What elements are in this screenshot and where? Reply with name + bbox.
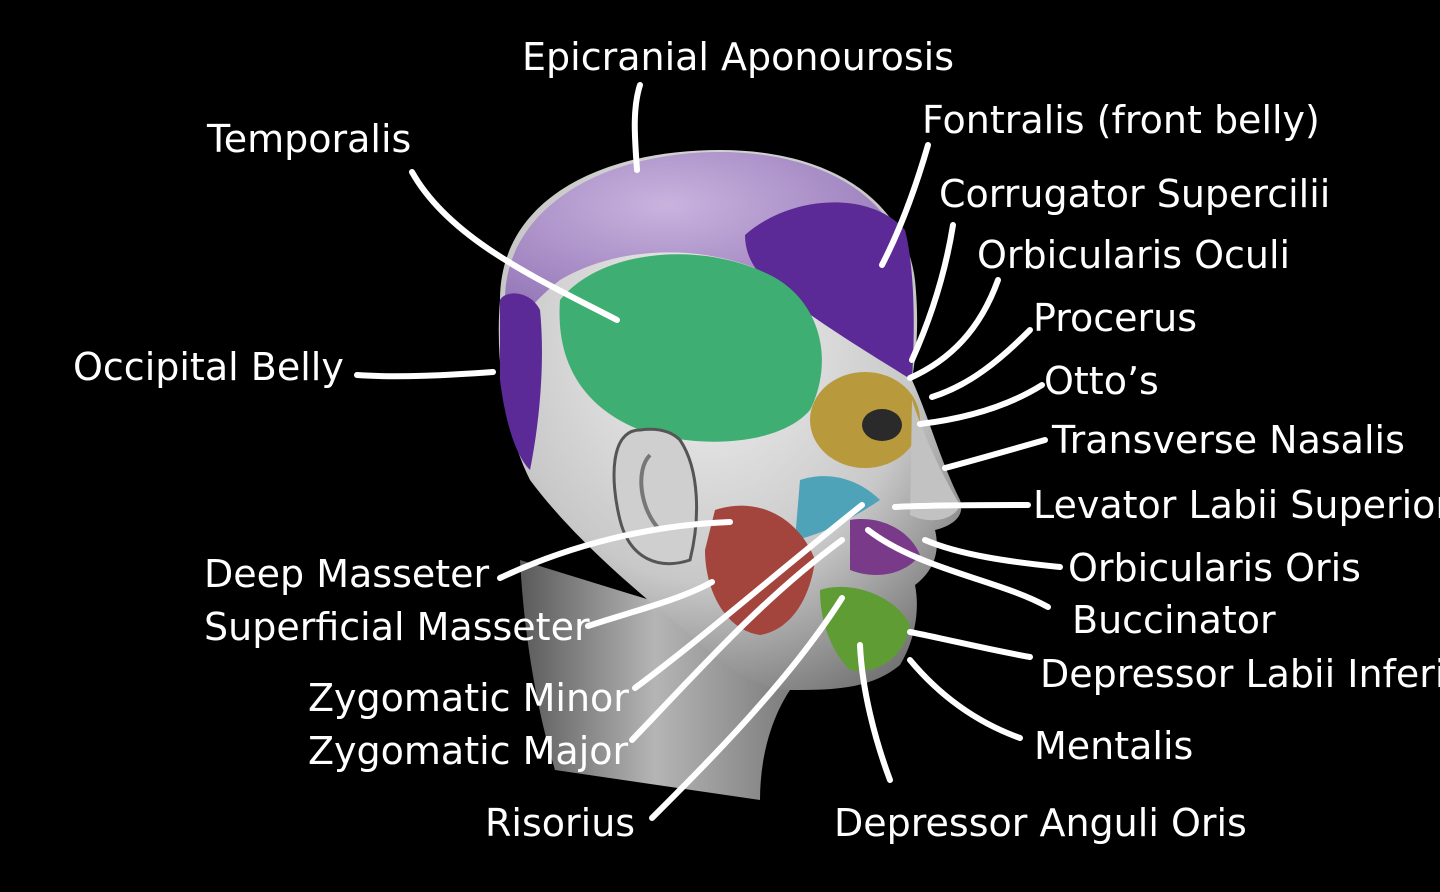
leader-epicranial <box>631 82 643 173</box>
label-orbicularis-oculi: Orbicularis Oculi <box>977 233 1290 277</box>
masseter-region <box>705 505 815 635</box>
leader-superficial-masseter <box>585 579 715 629</box>
label-levator-labii-superior: Levator Labii Superior <box>1033 483 1440 527</box>
leader-depressor-anguli <box>857 642 893 783</box>
label-ottos: Otto’s <box>1044 359 1159 403</box>
label-zygomatic-minor: Zygomatic Minor <box>308 676 629 720</box>
head-model <box>498 150 962 800</box>
leader-deep-masseter <box>497 519 733 581</box>
leader-orbicularis-oculi <box>907 277 1001 381</box>
ear-inner <box>639 453 662 532</box>
leader-occipital <box>354 369 496 380</box>
leader-fontralis <box>879 142 931 268</box>
frontalis-region <box>745 202 914 380</box>
leader-orbicularis-oris <box>922 537 1063 570</box>
label-corrugator-supercilii: Corrugator Supercilii <box>939 172 1330 216</box>
label-occipital-belly: Occipital Belly <box>73 345 344 389</box>
chin-muscles-region <box>820 586 910 671</box>
occipital-region <box>500 293 542 470</box>
temporalis-region <box>559 254 822 442</box>
leader-temporalis <box>409 169 620 323</box>
label-procerus: Procerus <box>1033 296 1197 340</box>
nose-region <box>910 400 960 521</box>
leader-risorius <box>649 595 845 821</box>
label-deep-masseter: Deep Masseter <box>204 552 490 596</box>
leader-depressor-labii <box>907 629 1033 660</box>
leader-ottos <box>917 382 1045 427</box>
label-transverse-nasalis: Transverse Nasalis <box>1051 418 1405 462</box>
neck-shape <box>520 560 790 800</box>
label-superficial-masseter: Superficial Masseter <box>204 605 590 649</box>
leader-procerus <box>929 327 1033 400</box>
ear-shape <box>612 427 699 566</box>
leader-lines <box>354 82 1063 821</box>
labels: Epicranial Aponourosis Temporalis Fontra… <box>73 35 1440 845</box>
label-zygomatic-major: Zygomatic Major <box>308 729 629 773</box>
leader-levator <box>892 502 1031 510</box>
label-mentalis: Mentalis <box>1034 724 1193 768</box>
leader-transverse <box>942 437 1048 471</box>
leader-mentalis <box>907 657 1023 741</box>
label-orbicularis-oris: Orbicularis Oris <box>1068 546 1361 590</box>
label-depressor-anguli-oris: Depressor Anguli Oris <box>834 801 1247 845</box>
label-buccinator: Buccinator <box>1072 598 1276 642</box>
leader-zygomatic-major <box>629 537 845 743</box>
zygomatic-region <box>795 476 880 540</box>
label-fontralis: Fontralis (front belly) <box>922 98 1320 142</box>
leader-buccinator <box>865 527 1051 610</box>
label-epicranial-aponeurosis: Epicranial Aponourosis <box>522 35 954 79</box>
eye-opening <box>862 409 902 441</box>
label-temporalis: Temporalis <box>206 117 411 161</box>
leader-corrugator <box>909 222 956 363</box>
label-risorius: Risorius <box>485 801 635 845</box>
label-depressor-labii-inferior: Depressor Labii Inferio <box>1040 652 1440 696</box>
leader-zygomatic-minor <box>632 502 865 691</box>
